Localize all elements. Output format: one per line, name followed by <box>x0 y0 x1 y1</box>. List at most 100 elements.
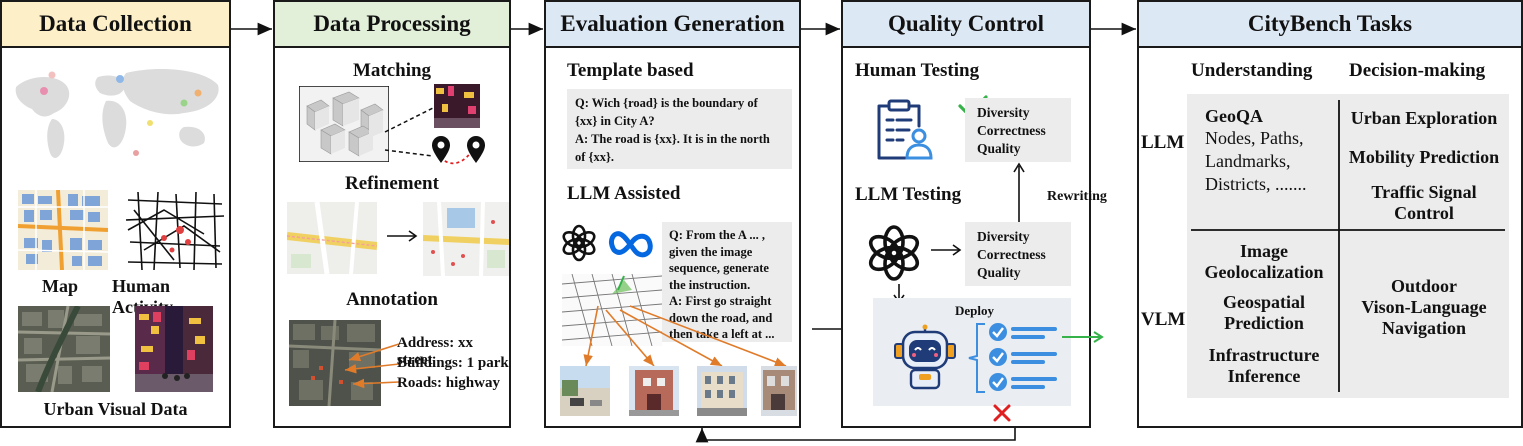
row-llm: LLM <box>1141 132 1185 153</box>
template-line: of {xx}. <box>575 150 615 164</box>
panel-quality-control: Quality Control Human Testing Diversity … <box>841 0 1107 428</box>
street-view-photo <box>629 366 679 416</box>
llm-testing-criteria-box: Diversity Correctness Quality <box>965 222 1071 286</box>
section-human-testing: Human Testing <box>855 60 980 81</box>
arrow-right-icon <box>931 244 962 256</box>
world-map-image <box>15 69 219 158</box>
human-testing-criteria-box: Diversity Correctness Quality <box>965 98 1071 162</box>
section-llm-assisted: LLM Assisted <box>567 183 681 204</box>
panel-citybench-tasks: CityBench Tasks Understanding Decision-m… <box>1137 0 1523 428</box>
stage-title-data-processing: Data Processing <box>275 2 509 48</box>
llm-line: given the image <box>669 244 753 259</box>
column-understanding: Understanding <box>1191 60 1313 81</box>
stage-title-quality-control: Quality Control <box>843 2 1089 48</box>
annotation-buildings: Buildings: 1 park <box>397 355 509 371</box>
3d-buildings-image <box>299 86 389 162</box>
geoqa-item: Landmarks, <box>1205 151 1291 171</box>
refinement-map-after <box>423 202 509 276</box>
llm-line: down the road, and <box>669 310 773 325</box>
label-deploy: Deploy <box>955 303 994 318</box>
template-line: {xx} in City A? <box>575 114 655 128</box>
stage-title-data-collection: Data Collection <box>2 2 229 48</box>
task-urban-exploration: Urban Exploration <box>1350 108 1498 128</box>
label-map: Map <box>42 276 78 296</box>
criterion-diversity: Diversity <box>977 229 1030 244</box>
clipboard-user-icon <box>877 99 933 160</box>
label-urban-visual-data: Urban Visual Data <box>43 399 188 419</box>
task-geospatial-prediction: Geospatial Prediction <box>1189 292 1339 334</box>
geoqa-item: Districts, ....... <box>1205 174 1307 194</box>
row-vlm: VLM <box>1141 309 1186 330</box>
section-matching: Matching <box>352 60 432 81</box>
arrow-right-icon <box>387 230 418 242</box>
openai-icon <box>562 224 596 262</box>
task-traffic-signal-line: Control <box>1394 203 1454 223</box>
street-view-photo <box>697 366 747 416</box>
task-line: Prediction <box>1224 313 1304 333</box>
annotation-roads: Roads: highway <box>397 375 500 391</box>
llm-line: sequence, generate <box>669 261 769 275</box>
llm-example-box: Q: From the A ... , given the image sequ… <box>662 222 792 342</box>
tasks-grid-lines <box>1191 100 1505 392</box>
criterion-correctness: Correctness <box>977 247 1046 262</box>
column-decision-making: Decision-making <box>1349 60 1486 81</box>
section-annotation: Annotation <box>346 289 438 310</box>
stage-title-citybench-tasks: CityBench Tasks <box>1139 2 1521 48</box>
rewriting-arrow <box>1013 162 1025 222</box>
llm-line: the instruction. <box>669 277 751 292</box>
task-line: Vison-Language <box>1361 297 1487 317</box>
location-pin-icon <box>432 136 450 163</box>
route-photo-arrows <box>583 305 787 367</box>
task-outdoor-vln: Outdoor Vison-Language Navigation <box>1341 276 1507 339</box>
task-line: Image <box>1240 241 1288 261</box>
llm-line: Q: From the A ... , <box>669 228 765 242</box>
cross-icon <box>993 404 1011 422</box>
task-line: Infrastructure <box>1208 345 1320 365</box>
satellite-image <box>18 306 110 392</box>
bracket-shape <box>968 323 985 393</box>
section-template-based: Template based <box>567 60 694 81</box>
street-view-photo <box>761 366 797 416</box>
tasks-grid <box>1187 94 1509 398</box>
location-pin-icon <box>467 136 485 163</box>
template-example-box: Q: Wich {road} is the boundary of {xx} i… <box>567 89 792 169</box>
robot-icon <box>894 324 956 390</box>
meta-icon <box>609 231 653 258</box>
task-geoqa-title: GeoQA <box>1205 106 1263 126</box>
task-line: Navigation <box>1381 318 1466 338</box>
task-line: Inference <box>1227 366 1301 386</box>
task-line: Geospatial <box>1222 292 1305 312</box>
annotation-satellite-image <box>289 320 381 406</box>
criterion-quality: Quality <box>977 265 1021 280</box>
section-llm-testing: LLM Testing <box>855 184 962 205</box>
section-refinement: Refinement <box>345 173 439 194</box>
criterion-diversity: Diversity <box>977 105 1030 120</box>
template-line: A: The road is {xx}. It is in the north <box>575 132 770 146</box>
street-photo-image <box>135 306 213 392</box>
panel-data-collection: Data Collection Map <box>0 0 231 428</box>
task-geoqa: GeoQA Nodes, Paths, Landmarks, Districts… <box>1205 106 1307 196</box>
task-infrastructure-inference: Infrastructure Inference <box>1189 345 1339 387</box>
annotation-address: Address: xx street <box>397 335 473 368</box>
panel-data-processing: Data Processing Matching Refinement <box>273 0 511 428</box>
human-activity-image <box>125 191 225 271</box>
refinement-map-before <box>287 202 377 274</box>
task-line: Outdoor <box>1390 276 1457 296</box>
map-image <box>18 190 108 270</box>
llm-line: A: First go straight <box>669 294 772 308</box>
task-traffic-signal-line: Traffic Signal <box>1371 182 1477 202</box>
openai-icon <box>868 225 920 281</box>
panel-evaluation-generation: Evaluation Generation Template based Q: … <box>544 0 801 428</box>
output-arrow <box>1062 331 1104 343</box>
street-view-photo <box>560 366 610 416</box>
checklist-icon <box>989 323 1057 391</box>
matching-links <box>384 107 472 165</box>
stage-title-evaluation-generation: Evaluation Generation <box>546 2 799 48</box>
feedback-arrow <box>695 418 1016 443</box>
task-traffic-signal-control: Traffic Signal Control <box>1341 182 1507 224</box>
annotation-arrows <box>344 343 400 389</box>
criterion-quality: Quality <box>977 141 1021 156</box>
task-mobility-prediction: Mobility Prediction <box>1348 147 1500 167</box>
criterion-correctness: Correctness <box>977 123 1046 138</box>
